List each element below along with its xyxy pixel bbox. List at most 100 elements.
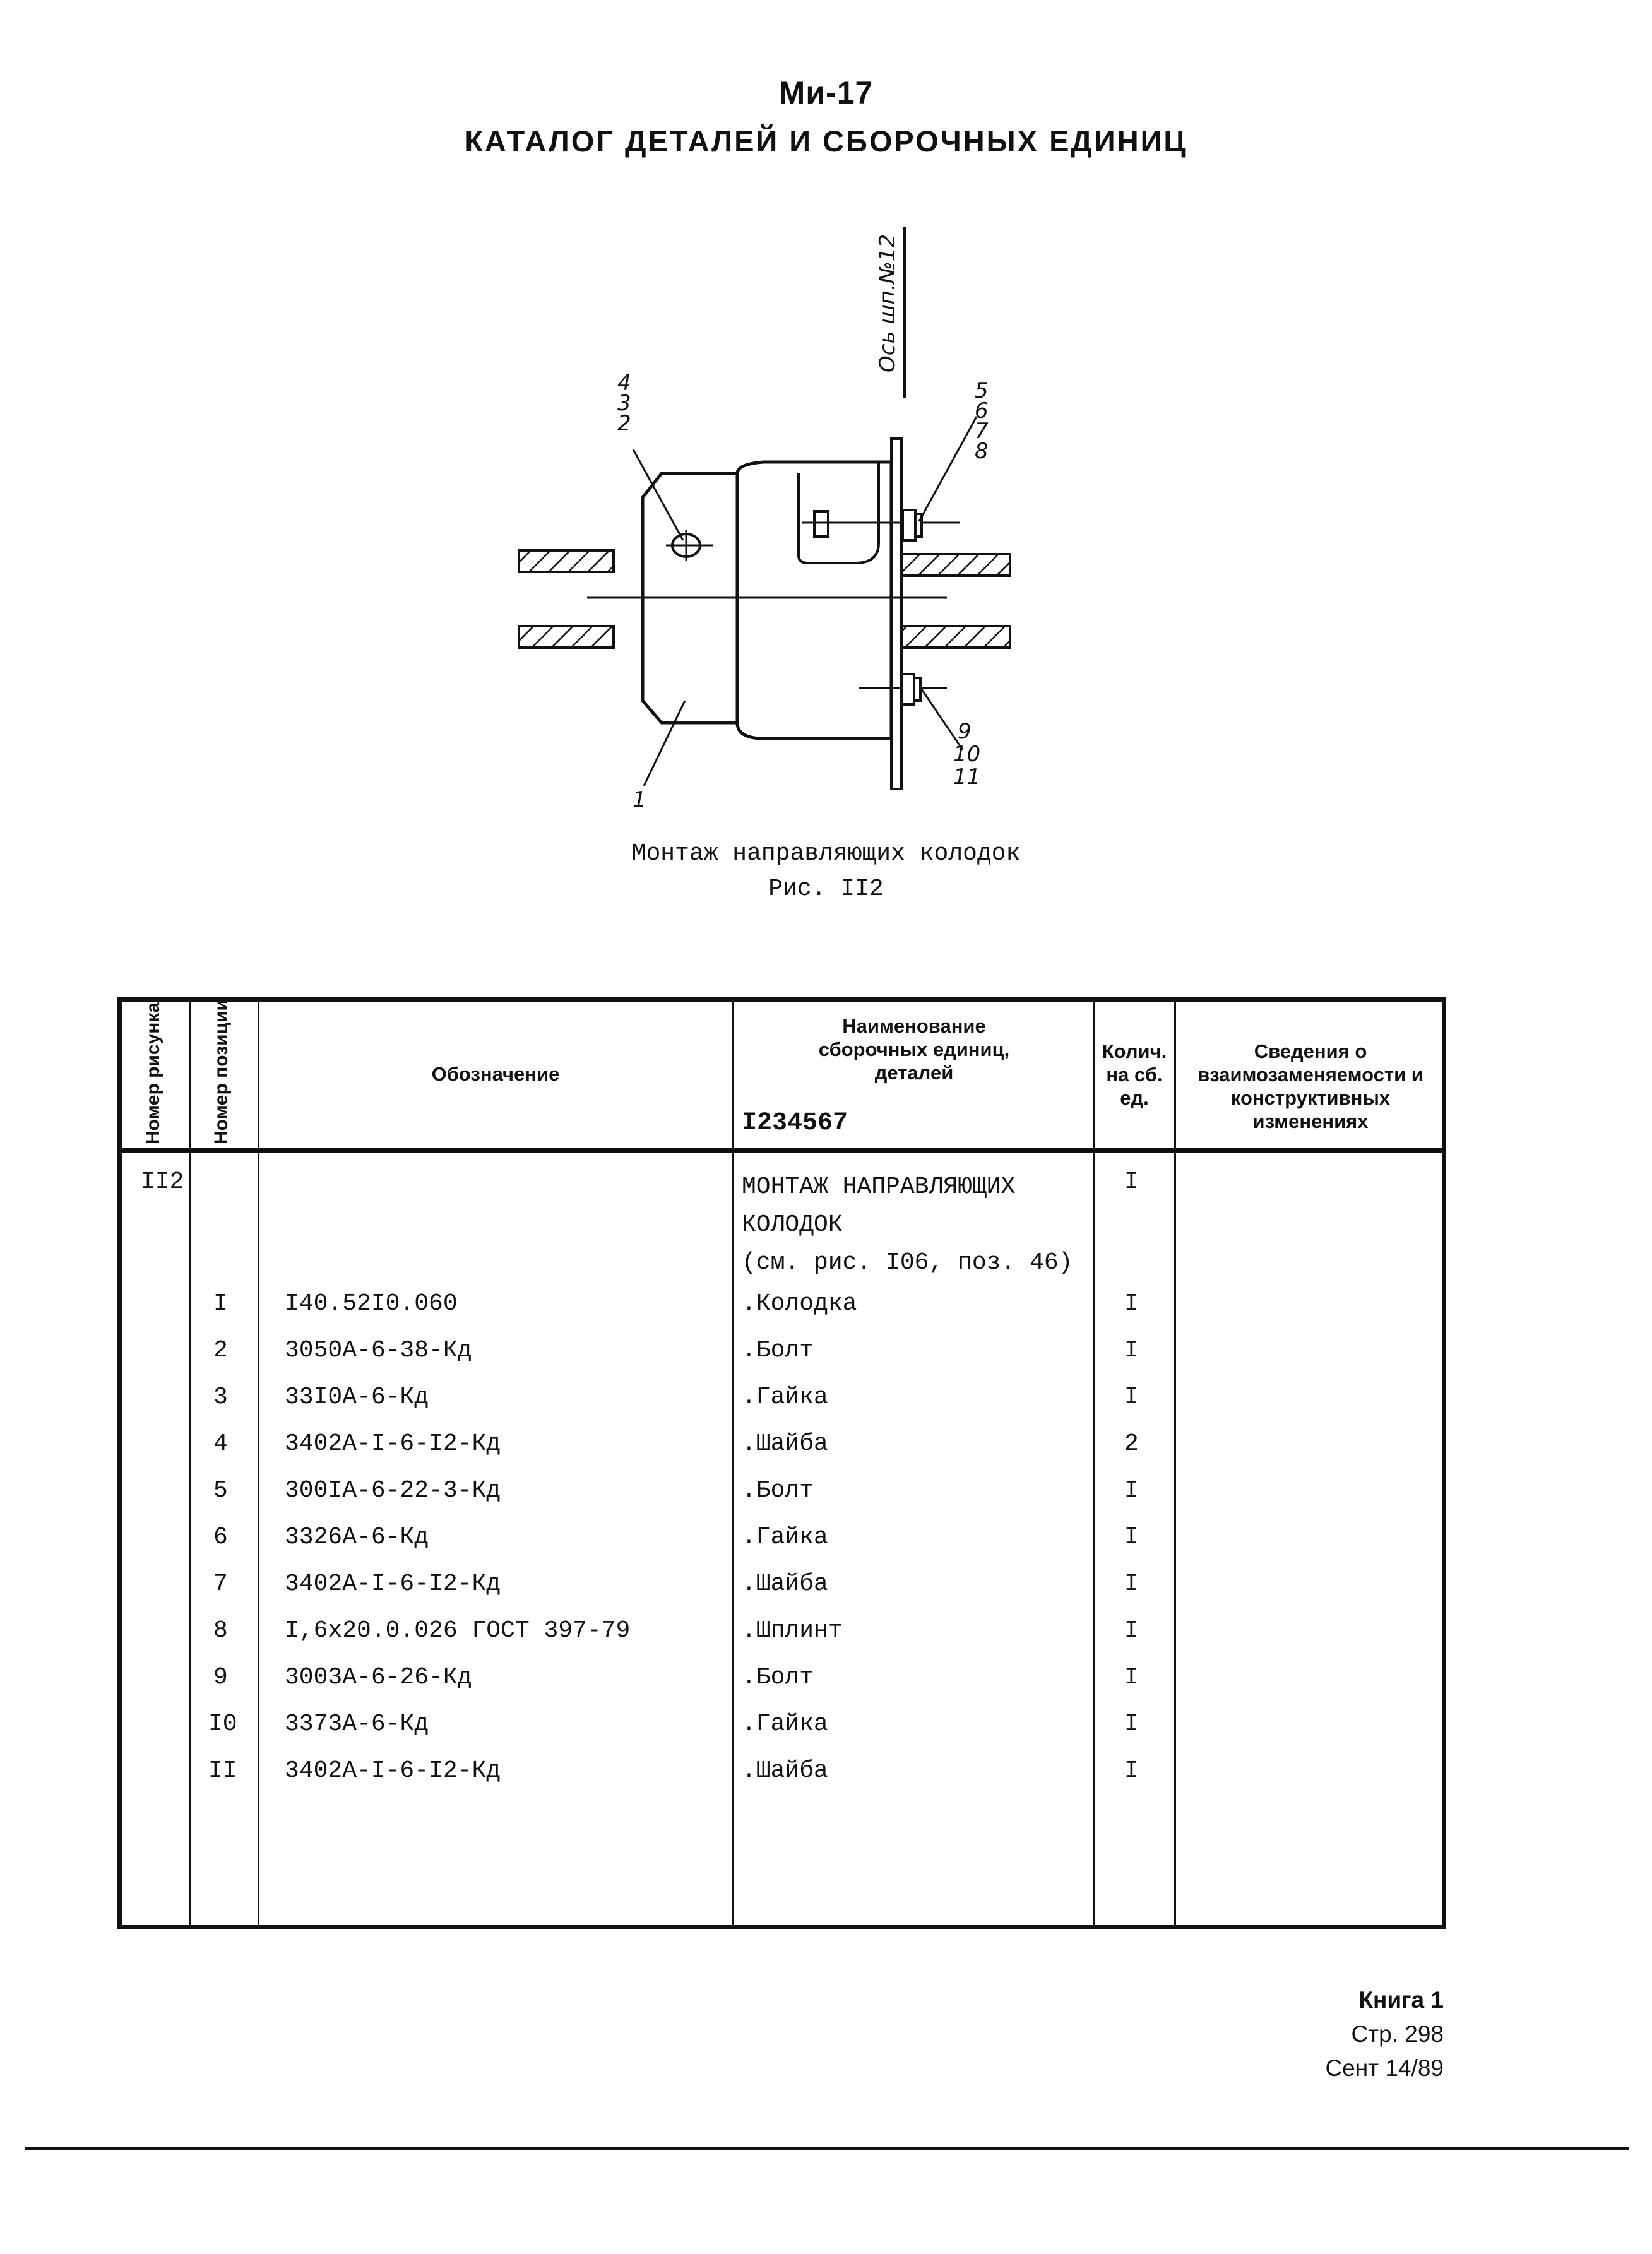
row-qty: I <box>1124 1290 1139 1317</box>
guide-block-body <box>735 460 893 740</box>
footer-book: Книга 1 <box>1358 1987 1444 2013</box>
row-pos: 9 <box>213 1664 228 1691</box>
row-qty: I <box>1124 1337 1139 1364</box>
row-designation: 3373А-6-Кд <box>285 1711 429 1738</box>
footer-date: Сент 14/89 <box>1325 2055 1444 2081</box>
row-name: .Колодка <box>742 1290 857 1317</box>
table-row: 2 3050А-6-38-Кд .Болт I <box>122 1337 1442 1375</box>
bracket <box>797 462 880 564</box>
callout-3: 3 <box>617 391 631 416</box>
row-designation: 33I0А-6-Кд <box>285 1384 429 1411</box>
row-qty: I <box>1124 1664 1139 1691</box>
table-row: 8 I,6x20.0.026 ГОСТ 397-79 .Шплинт I <box>122 1617 1442 1655</box>
table-row: II 3402А-I-6-I2-Кд .Шайба I <box>122 1757 1442 1795</box>
callout-8: 8 <box>975 439 989 464</box>
row-name: .Гайка <box>742 1524 828 1551</box>
header-qty: Колич. на сб. ед. <box>1102 1040 1167 1109</box>
axis-label: Ось шп.№12 <box>875 234 900 372</box>
rib-lower-left <box>518 625 615 649</box>
callout-4: 4 <box>617 371 631 396</box>
parts-table: Номер рисунка Номер позиции Обозначение … <box>117 997 1446 1929</box>
row-pos: 2 <box>213 1337 228 1364</box>
header-name-code: I234567 <box>742 1109 848 1137</box>
table-row: 4 3402А-I-6-I2-Кд .Шайба 2 <box>122 1430 1442 1468</box>
col-divider <box>258 1002 259 1925</box>
header-info: Сведения о взаимозаменяемости и конструк… <box>1197 1040 1423 1132</box>
row-designation: 3402А-I-6-I2-Кд <box>285 1430 501 1457</box>
group-name: МОНТАЖ НАПРАВЛЯЮЩИХ КОЛОДОК (см. рис. I0… <box>742 1168 1073 1282</box>
assembly-drawing: Ось шп.№12 4 3 2 5 6 7 8 9 10 11 1 <box>518 227 1011 812</box>
callout-11: 11 <box>953 764 980 790</box>
row-designation: 3003А-6-26-Кд <box>285 1664 472 1691</box>
header-name: Наименование сборочных единиц, деталей <box>818 1015 1010 1084</box>
col-divider <box>1174 1002 1176 1925</box>
row-designation: 300IА-6-22-3-Кд <box>285 1477 501 1504</box>
row-name: .Шайба <box>742 1570 828 1598</box>
document-title: Ми-17 <box>778 75 874 110</box>
rib-lower-right <box>900 625 1011 649</box>
col-divider <box>189 1002 191 1925</box>
table-row: I0 3373А-6-Кд .Гайка I <box>122 1711 1442 1748</box>
table-row: I I40.52I0.060 .Колодка I <box>122 1290 1442 1328</box>
row-pos: II <box>208 1757 237 1784</box>
callout-10: 10 <box>953 742 980 767</box>
header-divider <box>122 1148 1442 1153</box>
nut-upper-inner <box>813 510 829 538</box>
row-designation: I,6x20.0.026 ГОСТ 397-79 <box>285 1617 631 1644</box>
row-designation: 3402А-I-6-I2-Кд <box>285 1757 501 1784</box>
rib-upper-left <box>518 549 615 573</box>
nut-upper-outer <box>901 509 917 542</box>
row-qty: I <box>1124 1711 1139 1738</box>
row-designation: I40.52I0.060 <box>285 1290 458 1317</box>
header-fig-no: Номер рисунка <box>143 1002 163 1144</box>
row-pos: I0 <box>208 1711 237 1738</box>
row-pos: 4 <box>213 1430 228 1457</box>
row-qty: I <box>1124 1477 1139 1504</box>
row-name: .Гайка <box>742 1384 828 1411</box>
col-divider <box>732 1002 734 1925</box>
col-divider <box>1093 1002 1095 1925</box>
row-name: .Шайба <box>742 1757 828 1784</box>
footer-page: Стр. 298 <box>1351 2021 1444 2047</box>
row-qty: I <box>1124 1524 1139 1551</box>
callout-9: 9 <box>958 719 972 744</box>
document-subtitle: КАТАЛОГ ДЕТАЛЕЙ И СБОРОЧНЫХ ЕДИНИЦ <box>465 124 1187 158</box>
row-pos: 7 <box>213 1570 228 1598</box>
row-pos: 5 <box>213 1477 228 1504</box>
row-qty: I <box>1124 1570 1139 1598</box>
bottom-rule <box>25 2147 1629 2150</box>
header-designation: Обозначение <box>431 1063 560 1085</box>
row-name: .Болт <box>742 1477 814 1504</box>
callout-7: 7 <box>975 418 989 444</box>
row-name: .Шайба <box>742 1430 828 1457</box>
group-name-line: МОНТАЖ НАПРАВЛЯЮЩИХ <box>742 1173 1016 1201</box>
table-row: 7 3402А-I-6-I2-Кд .Шайба I <box>122 1570 1442 1608</box>
header-pos-no: Номер позиции <box>211 999 232 1144</box>
table-row: 9 3003А-6-26-Кд .Болт I <box>122 1664 1442 1702</box>
figure-caption: Монтаж направляющих колодок Рис. II2 <box>0 836 1652 907</box>
row-qty: I <box>1124 1757 1139 1784</box>
group-fig-no: II2 <box>141 1168 184 1195</box>
row-qty: I <box>1124 1617 1139 1644</box>
nut-lower-outer <box>900 673 915 706</box>
rib-upper-right <box>900 553 1011 577</box>
row-name: .Болт <box>742 1337 814 1364</box>
group-qty: I <box>1124 1168 1139 1195</box>
row-name: .Шплинт <box>742 1617 843 1644</box>
callout-1: 1 <box>633 787 646 812</box>
callout-6: 6 <box>975 398 989 424</box>
table-row: 6 3326А-6-Кд .Гайка I <box>122 1524 1442 1562</box>
callout-5: 5 <box>975 378 989 403</box>
row-qty: 2 <box>1124 1430 1139 1457</box>
callout-2: 2 <box>617 411 631 436</box>
row-name: .Болт <box>742 1664 814 1691</box>
group-name-line: (см. рис. I06, поз. 46) <box>742 1249 1073 1276</box>
page-footer: Книга 1 Стр. 298 Сент 14/89 <box>1325 1983 1444 2085</box>
table-row: 3 33I0А-6-Кд .Гайка I <box>122 1384 1442 1421</box>
group-name-line: КОЛОДОК <box>742 1211 843 1238</box>
row-name: .Гайка <box>742 1711 828 1738</box>
row-qty: I <box>1124 1384 1139 1411</box>
row-pos: 3 <box>213 1384 228 1411</box>
row-designation: 3402А-I-6-I2-Кд <box>285 1570 501 1598</box>
figure-caption-title: Монтаж направляющих колодок <box>631 840 1021 867</box>
